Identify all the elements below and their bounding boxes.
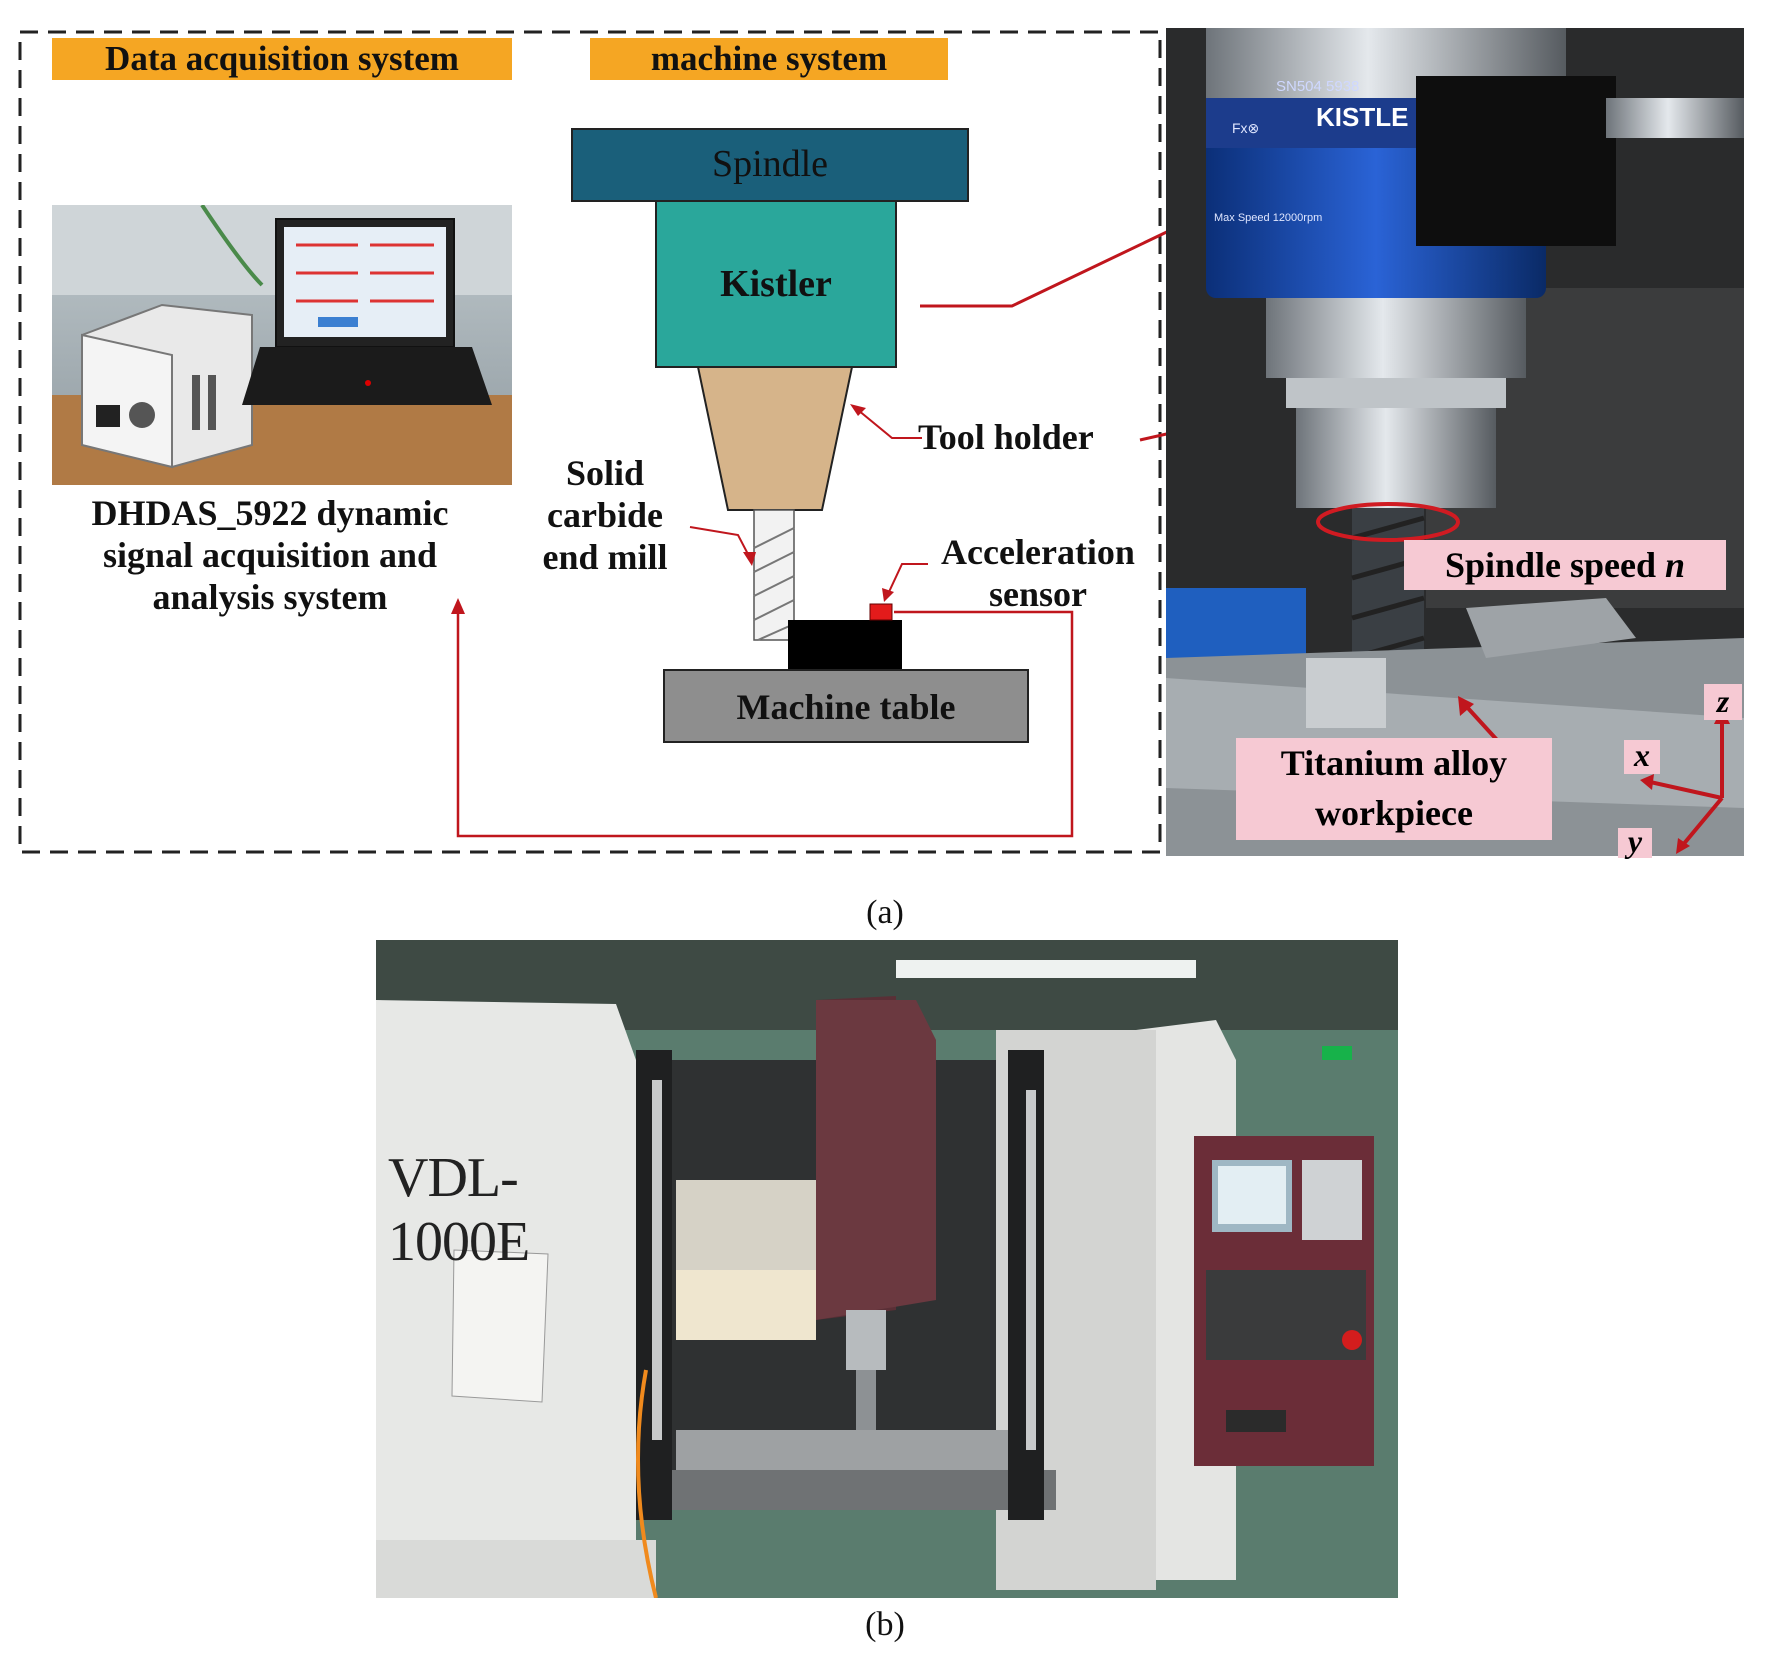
axis-y-label: y (1618, 825, 1652, 858)
axis-x-label: x (1624, 739, 1660, 774)
end-mill-label-line-3: end mill (542, 537, 668, 577)
daq-caption-line-2: signal acquisition and (102, 535, 438, 575)
acceleration-sensor (869, 603, 893, 621)
machining-photo (1166, 28, 1744, 856)
kistler-block (655, 200, 897, 368)
spindle-label: Spindle (711, 143, 829, 185)
acceleration-sensor-label-line-1: Acceleration (941, 532, 1135, 572)
kistler-fx-text: Fx⊗ (1232, 120, 1260, 136)
header-data-acquisition: Data acquisition system (52, 38, 512, 80)
end-mill-label-line-1: Solid (565, 453, 645, 493)
daq-caption-line-3: analysis system (152, 577, 388, 617)
end-mill-label-line-2: carbide (547, 495, 663, 535)
tool-holder-label: Tool holder (918, 417, 1094, 457)
caption-b: (b) (865, 1606, 905, 1643)
daq-photo (52, 205, 512, 485)
workpiece-label: Titanium alloy workpiece (1236, 738, 1552, 840)
signal-cable (456, 610, 1074, 838)
spindle-speed-symbol: n (1665, 545, 1686, 585)
acceleration-sensor-label-line-2: sensor (989, 574, 1087, 614)
spindle-speed-text: Spindle speed (1444, 545, 1657, 585)
machine-model-label: VDL-1000E (388, 1147, 530, 1273)
machine-table-block (663, 669, 1029, 743)
workpiece-label-line-1: Titanium alloy (1280, 743, 1508, 783)
axis-z-label: z (1704, 684, 1742, 720)
kistler-label: Kistler (720, 263, 832, 305)
machine-tool-photo (376, 940, 1398, 1598)
workpiece-block (788, 620, 902, 670)
machine-table-label: Machine table (736, 687, 956, 727)
spindle-speed-label: Spindle speed n (1404, 540, 1726, 590)
dashed-frame (18, 30, 1162, 854)
daq-caption-line-1: DHDAS_5922 dynamic (91, 493, 449, 533)
header-machine-system: machine system (590, 38, 948, 80)
tool-holder-shape (696, 366, 854, 511)
kistler-brand-text: KISTLE (1316, 102, 1409, 132)
kistler-max-speed-text: Max Speed 12000rpm (1214, 212, 1323, 224)
workpiece-label-line-2: workpiece (1315, 793, 1473, 833)
caption-a: (a) (866, 894, 904, 931)
kistler-serial-text: SN504 5938 (1276, 78, 1360, 95)
